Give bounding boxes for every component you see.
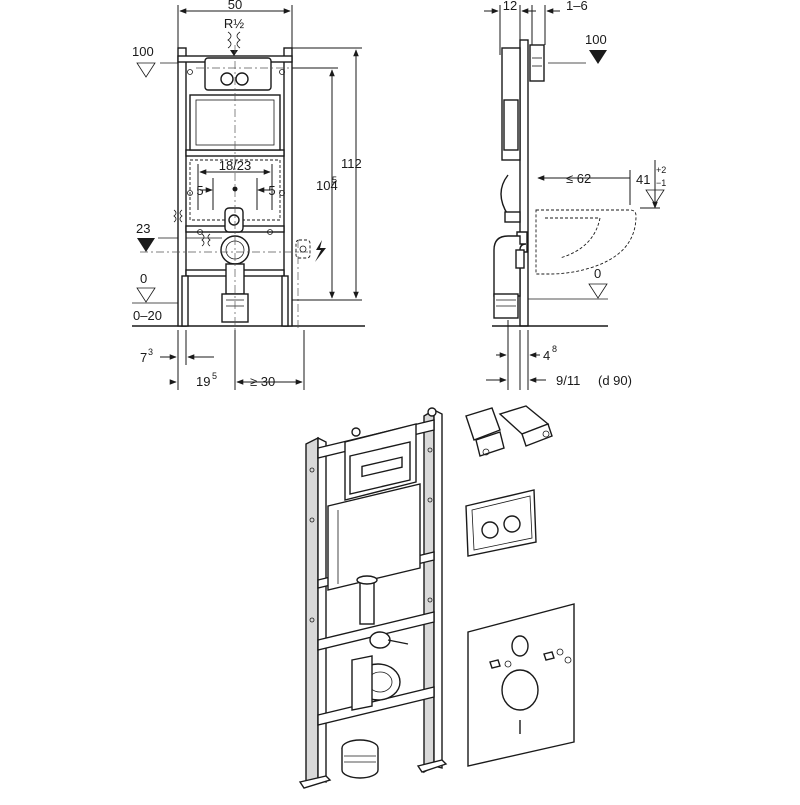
dim-pipe-note-label: (d 90) xyxy=(598,373,632,388)
lightning-icon xyxy=(315,240,326,262)
side-frame xyxy=(493,39,545,327)
side-view: 12 1–6 100 xyxy=(484,0,666,390)
level-triangle-filled-icon xyxy=(589,50,607,64)
floor-range-label: 0–20 xyxy=(133,308,162,323)
side-bottom-dimensions: 4 8 9/11 (d 90) xyxy=(486,320,632,390)
level-triangle-icon xyxy=(136,62,156,78)
side-top-dimensions: 12 1–6 xyxy=(484,0,588,55)
dim-anchor-spacing-label: 18/23 xyxy=(219,158,252,173)
dim-pipe-offset-label: 4 xyxy=(543,348,550,363)
wc-bowl-outline xyxy=(527,140,637,300)
wall-brackets xyxy=(465,405,553,457)
anchor-dimensions: 18/23 5 5 xyxy=(196,158,276,210)
dim-frame-height-label: 104 xyxy=(316,178,338,193)
dim-adjust-label: 1–6 xyxy=(566,0,588,13)
level-triangle-icon xyxy=(136,287,156,303)
dim-width-label: 50 xyxy=(228,0,242,12)
level-0-marker: 0 0–20 xyxy=(132,271,365,327)
front-width-dimension: 50 R½ xyxy=(177,0,293,48)
water-supply-icon xyxy=(173,209,183,223)
dim-max-bowl-label: ≤ 62 xyxy=(566,171,591,186)
level-100-marker: 100 xyxy=(132,44,180,78)
thread-label: R½ xyxy=(224,16,244,31)
dim-side-right-label: 5 xyxy=(268,183,275,198)
dim-bowl-tol-plus: +2 xyxy=(656,165,666,175)
flush-plate xyxy=(465,489,537,557)
dim-side-left-label: 5 xyxy=(196,183,203,198)
height-dimensions: 112 104 5 xyxy=(292,47,362,301)
water-tap-icon xyxy=(227,31,241,56)
dim-pipe-offset-sup: 8 xyxy=(552,344,557,354)
side-level-0-marker: 0 xyxy=(492,266,608,327)
dim-bowl-tol-minus: −1 xyxy=(656,178,666,188)
level-23-label: 23 xyxy=(136,221,150,236)
dim-min-side-label: ≥ 30 xyxy=(250,374,275,389)
level-triangle-filled-icon xyxy=(137,238,155,252)
front-view: 50 R½ 100 23 0 0–20 xyxy=(132,0,365,390)
dim-depth-label: 12 xyxy=(503,0,517,13)
bottom-dimensions: 7 3 19 5 ≥ 30 xyxy=(140,330,305,390)
dim-foot-offset-sup: 3 xyxy=(148,347,153,357)
side-level-100-label: 100 xyxy=(585,32,607,47)
level-0-label: 0 xyxy=(140,271,147,286)
sound-insulation-pad xyxy=(467,603,575,767)
dim-drain-offset-label: 19 xyxy=(196,374,210,389)
dim-bowl-height-label: 41 xyxy=(636,172,650,187)
side-level-100-marker: 100 xyxy=(548,32,607,64)
dim-total-height-label: 112 xyxy=(341,156,362,171)
bowl-dimensions: ≤ 62 41 +2 −1 xyxy=(537,160,666,209)
dim-foot-offset-label: 7 xyxy=(140,350,147,365)
product-illustration xyxy=(298,407,448,789)
dim-drain-offset-sup: 5 xyxy=(212,371,217,381)
dim-pipe-diameter-label: 9/11 xyxy=(556,373,580,388)
level-23-marker: 23 xyxy=(136,221,222,252)
level-triangle-icon xyxy=(645,189,665,205)
dim-frame-height-sup: 5 xyxy=(332,175,337,185)
water-supply-icon xyxy=(201,233,211,247)
side-level-0-label: 0 xyxy=(594,266,601,281)
electrical-socket xyxy=(295,239,311,259)
level-100-label: 100 xyxy=(132,44,154,59)
level-triangle-icon xyxy=(588,283,608,299)
